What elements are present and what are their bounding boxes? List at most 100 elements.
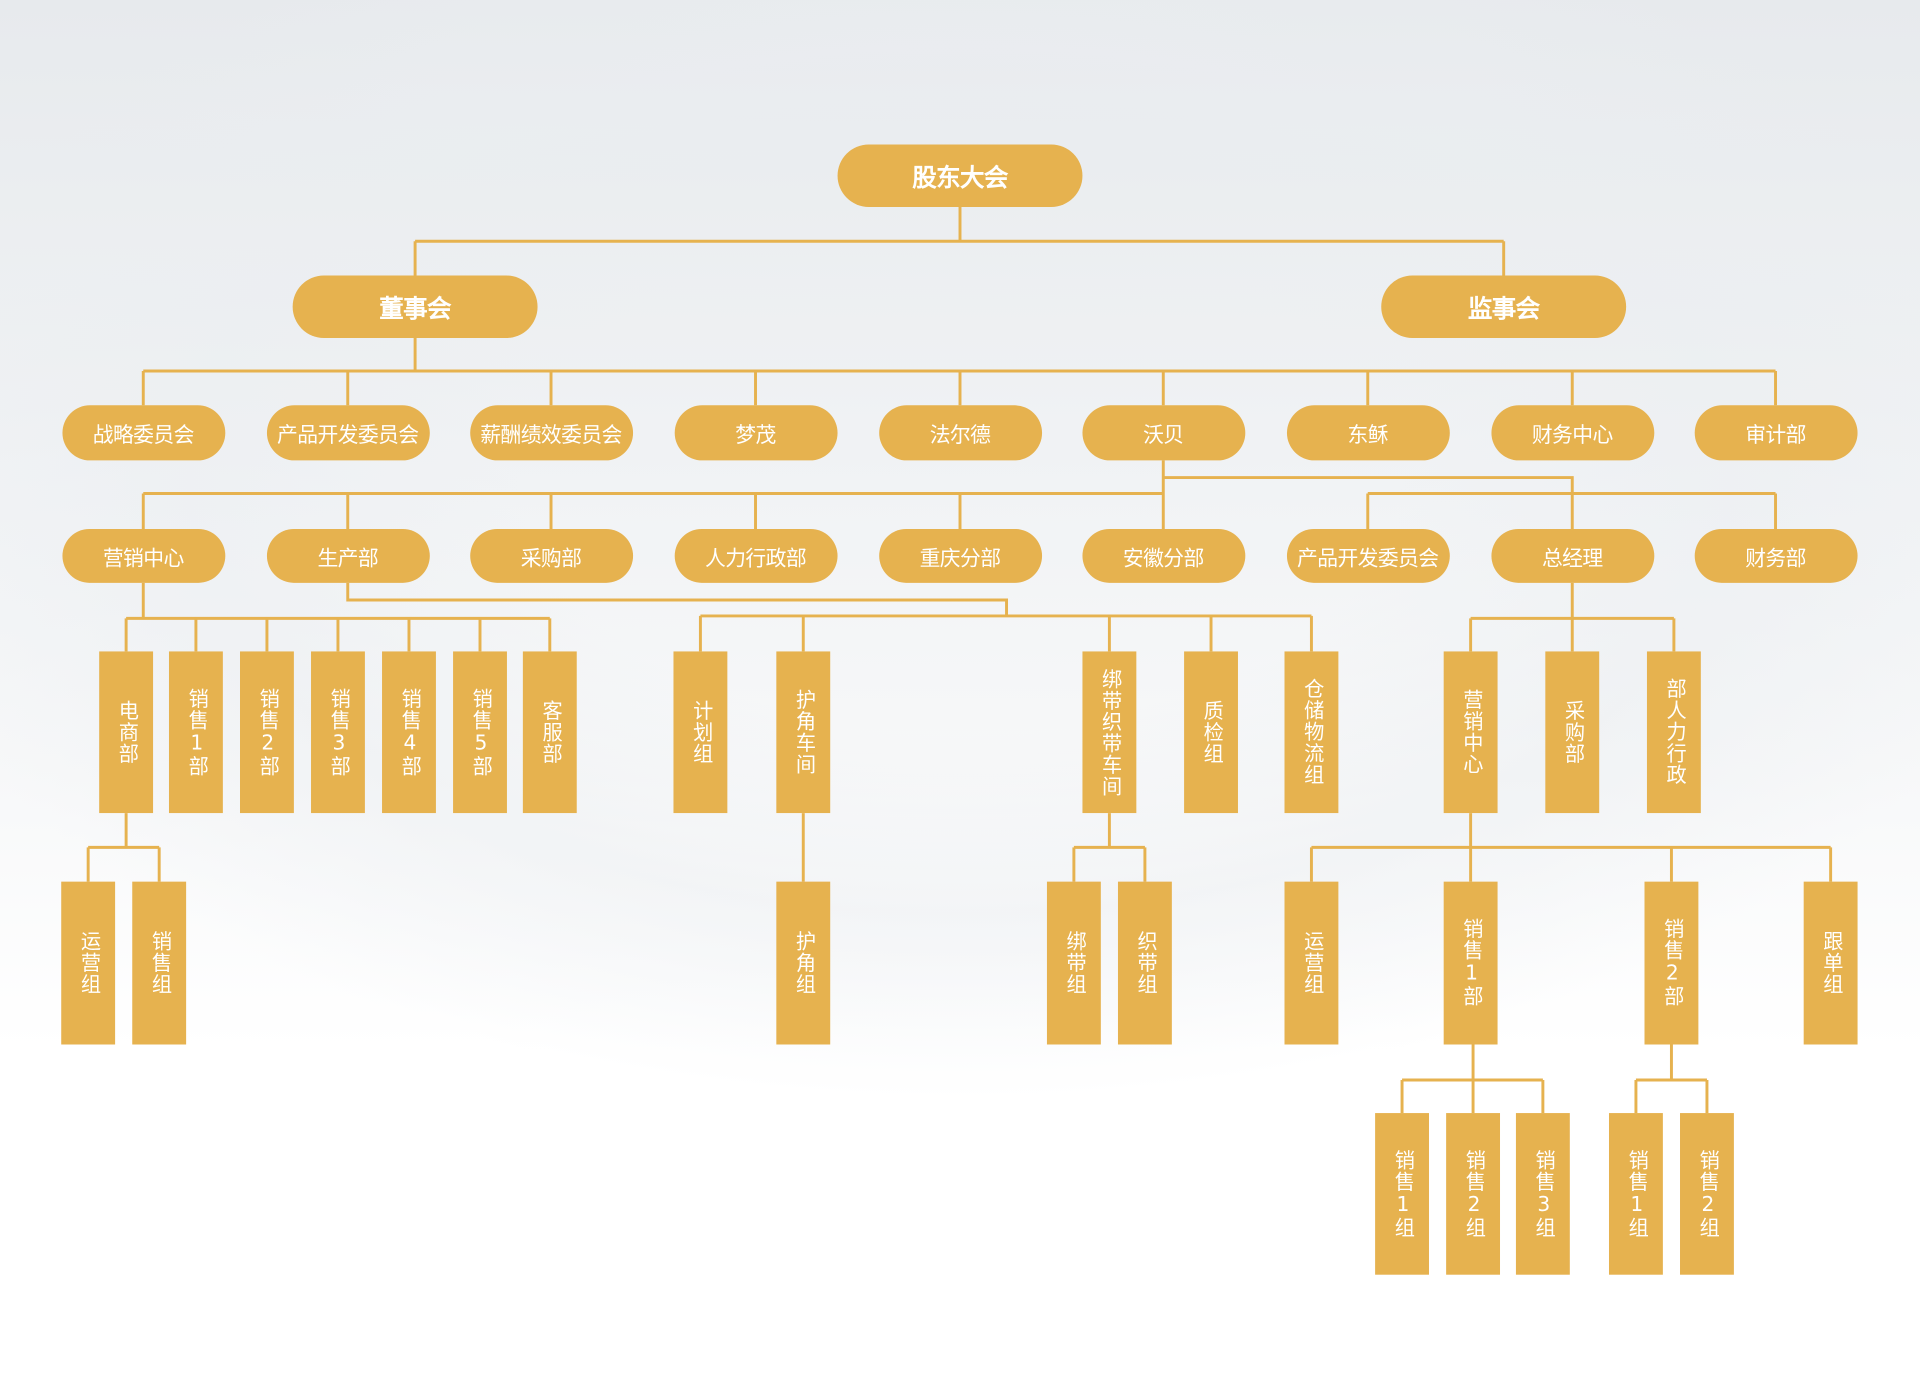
row1-node: 梦茂	[674, 405, 837, 461]
node-label: 法尔德	[929, 423, 991, 449]
row2-node: 人力行政部	[674, 528, 837, 583]
node-label: 沃贝	[1143, 423, 1184, 449]
supervisors-node: 监事会	[1381, 275, 1627, 338]
node-label: 销售2组	[1696, 1149, 1720, 1239]
row2-node: 安徽分部	[1081, 528, 1245, 583]
node-label: 战略委员会	[92, 423, 195, 449]
vertical-node: 护角车间	[776, 651, 831, 814]
node-label: 销售1部	[1459, 918, 1484, 1008]
connector	[1163, 476, 1777, 529]
node-label: 产品开发委员会	[1297, 546, 1439, 572]
node-label: 仓储物流组	[1300, 678, 1324, 786]
node-label: 护角车间	[792, 689, 816, 776]
node-label: 绑带织带车间	[1098, 667, 1122, 797]
vertical-node: 绑带组	[1046, 881, 1101, 1045]
vertical-node: 销售5部	[453, 651, 507, 814]
node-label: 销售2组	[1462, 1149, 1486, 1239]
node-label: 跟单组	[1819, 930, 1844, 996]
node-label: 人力行政部	[705, 546, 807, 572]
node-label: 梦茂	[735, 423, 776, 449]
row1-node: 产品开发委员会	[266, 405, 430, 461]
node-label: 销售2部	[1660, 918, 1684, 1008]
vertical-node: 销售4部	[382, 651, 436, 814]
node-label: 股东大会	[912, 162, 1008, 193]
vertical-node: 客服部	[522, 651, 577, 814]
node-label: 织带组	[1134, 930, 1158, 996]
row2-node: 重庆分部	[878, 528, 1042, 583]
node-label: 销售3部	[327, 687, 351, 777]
vertical-node: 销售1部	[1443, 881, 1498, 1045]
connector	[141, 460, 1165, 529]
vertical-node: 绑带织带车间	[1082, 651, 1137, 814]
node-label: 绑带组	[1063, 930, 1087, 996]
vertical-node: 质检组	[1184, 651, 1238, 814]
node-label: 采购部	[1561, 700, 1585, 765]
node-label: 审计部	[1745, 423, 1806, 449]
node-label: 生产部	[317, 546, 379, 572]
connector	[1072, 813, 1147, 882]
node-label: 董事会	[379, 293, 451, 324]
row2-node: 生产部	[266, 528, 430, 583]
node-label: 财务部	[1745, 546, 1806, 572]
vertical-node: 销售3组	[1515, 1113, 1570, 1275]
node-label: 运营组	[77, 930, 101, 996]
node-label: 销售3组	[1532, 1149, 1556, 1239]
node-label: 薪酬绩效委员会	[480, 423, 622, 449]
row1-node: 审计部	[1694, 405, 1857, 461]
node-label: 护角组	[792, 930, 816, 996]
vertical-node: 销售1组	[1375, 1113, 1429, 1275]
node-label: 销售2部	[256, 687, 280, 777]
connector	[1400, 1044, 1545, 1114]
connector	[86, 813, 161, 882]
node-label: 营销中心	[102, 546, 184, 572]
node-label: 安徽分部	[1122, 546, 1204, 572]
node-label: 营销中心	[1459, 689, 1484, 776]
row2-node: 营销中心	[61, 528, 225, 583]
vertical-node: 销售2部	[1644, 881, 1699, 1045]
vertical-node: 销售3部	[311, 651, 365, 814]
node-label: 计划组	[689, 700, 713, 765]
node-label: 监事会	[1467, 293, 1540, 324]
node-label: 重庆分部	[919, 546, 1001, 572]
node-label: 销售4部	[398, 687, 422, 777]
node-label: 部人力行政	[1663, 678, 1687, 786]
row2-node: 总经理	[1490, 528, 1654, 583]
node-label: 总经理	[1541, 546, 1603, 572]
vertical-node: 运营组	[1284, 881, 1339, 1045]
node-label: 销售组	[148, 930, 172, 996]
connector	[141, 337, 1777, 406]
vertical-node: 护角组	[776, 881, 831, 1045]
connector	[346, 582, 1313, 652]
node-label: 销售5部	[469, 687, 493, 777]
node-label: 电商部	[115, 700, 139, 765]
vertical-node: 营销中心	[1443, 651, 1498, 814]
node-label: 销售1组	[1391, 1149, 1415, 1239]
node-label: 运营组	[1300, 930, 1324, 996]
node-label: 质检组	[1200, 700, 1224, 765]
vertical-node: 销售2组	[1446, 1113, 1501, 1275]
node-label: 产品开发委员会	[277, 423, 419, 449]
vertical-node: 仓储物流组	[1284, 651, 1339, 814]
vertical-node: 运营组	[61, 881, 116, 1045]
row1-node: 财务中心	[1490, 405, 1654, 461]
row1-node: 法尔德	[878, 405, 1042, 461]
vertical-node: 采购部	[1545, 651, 1600, 814]
vertical-node: 销售组	[132, 881, 187, 1045]
row1-node: 薪酬绩效委员会	[469, 405, 633, 461]
vertical-node: 电商部	[99, 651, 154, 814]
row2-node: 财务部	[1694, 528, 1857, 583]
row2-node: 采购部	[469, 528, 633, 583]
vertical-node: 销售1部	[168, 651, 223, 814]
board-node: 董事会	[292, 275, 538, 338]
vertical-node: 销售2组	[1680, 1113, 1734, 1275]
connector	[1309, 813, 1833, 882]
row1-node: 沃贝	[1081, 405, 1245, 461]
node-label: 采购部	[520, 546, 582, 572]
vertical-node: 织带组	[1117, 881, 1172, 1045]
node-label: 东稣	[1347, 423, 1389, 449]
connector	[413, 206, 1506, 276]
node-label: 财务中心	[1531, 423, 1613, 449]
vertical-node: 计划组	[673, 651, 728, 814]
